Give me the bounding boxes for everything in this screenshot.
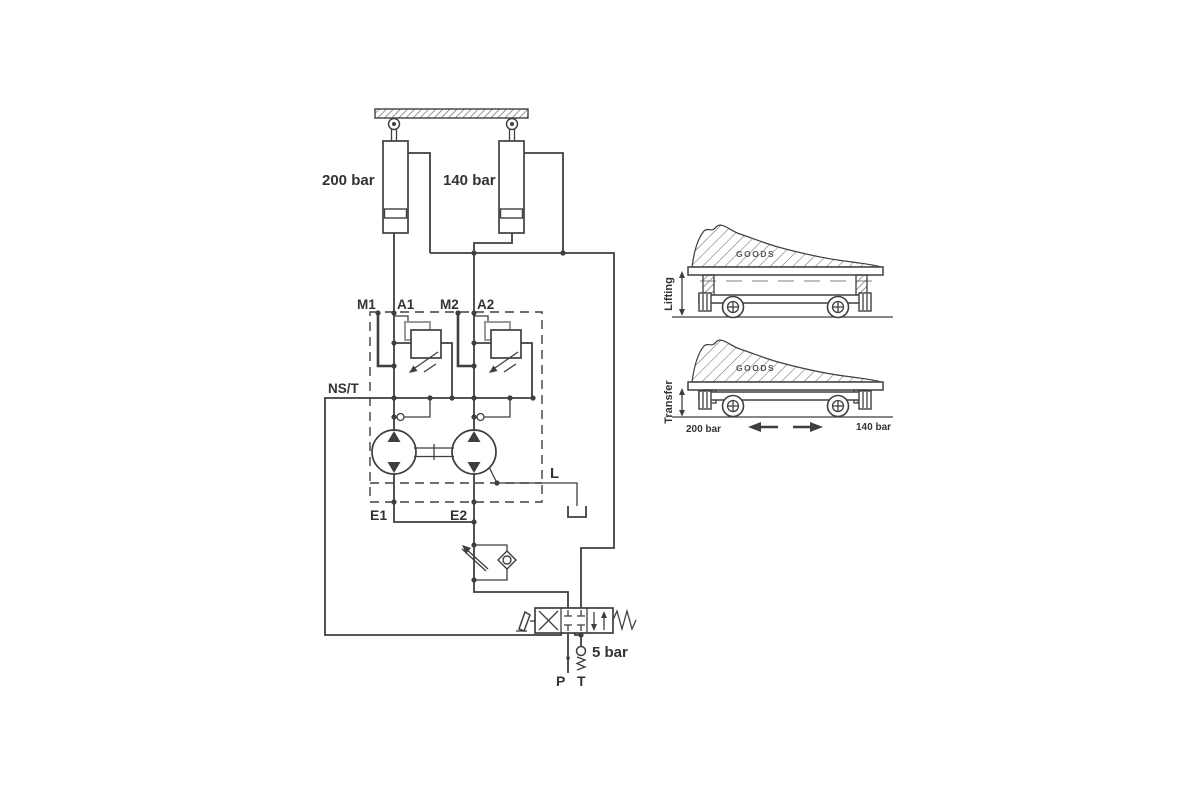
orifice-right [473, 397, 511, 422]
left-cylinder [382, 117, 409, 234]
directional-control-valve [516, 607, 637, 634]
label-port-l: L [550, 465, 559, 482]
wheel-rear [826, 394, 850, 418]
pt-lines [567, 633, 587, 673]
spring-icon [612, 608, 637, 632]
label-port-nst: NS/T [328, 381, 360, 396]
label-port-a2: A2 [477, 297, 494, 312]
junction-dots [375, 250, 584, 660]
label-port-m1: M1 [357, 297, 376, 312]
label-port-p: P [556, 673, 565, 689]
label-lifting-mode: Lifting [663, 277, 675, 311]
platform [687, 381, 884, 391]
label-goods-transfer: GOODS [736, 363, 775, 373]
label-right-pressure: 140 bar [443, 172, 496, 189]
label-left-pressure: 200 bar [322, 172, 375, 189]
wheel-front [721, 295, 745, 319]
lifting-dimension-arrow [679, 271, 685, 316]
label-backpressure: 5 bar [592, 644, 628, 661]
wheel-rear [826, 295, 850, 319]
drain-line-tank [488, 466, 587, 518]
goods-load [691, 224, 882, 268]
orifice-left [393, 397, 431, 422]
relief-valve-right [473, 315, 533, 399]
flow-divider [371, 429, 497, 475]
transfer-dimension-arrow [679, 388, 685, 417]
label-port-t: T [577, 673, 586, 689]
transfer-direction-arrows [748, 422, 823, 432]
goods-load [691, 339, 882, 383]
check-valve [474, 544, 517, 581]
lifting-illustration: Lifting GOODS [663, 224, 893, 319]
backpressure-valve [575, 645, 587, 671]
platform [687, 266, 884, 276]
right-cylinder [498, 117, 525, 234]
relief-valve-left [393, 315, 453, 399]
tank-symbol [567, 506, 587, 518]
label-goods-lifting: GOODS [736, 249, 775, 259]
ceiling-mount [374, 108, 529, 119]
label-transfer-right-pressure: 140 bar [856, 422, 891, 433]
label-transfer-left-pressure: 200 bar [686, 424, 721, 435]
flow-control-valve [461, 544, 517, 581]
label-transfer-mode: Transfer [663, 380, 675, 424]
transfer-illustration: Transfer GOODS 200 bar 140 bar [663, 339, 893, 435]
wheel-front [721, 394, 745, 418]
lever-icon [516, 610, 535, 632]
label-port-e2: E2 [450, 507, 467, 523]
label-port-a1: A1 [397, 297, 415, 312]
label-port-m2: M2 [440, 297, 459, 312]
pipework [324, 152, 615, 636]
label-port-e1: E1 [370, 507, 387, 523]
